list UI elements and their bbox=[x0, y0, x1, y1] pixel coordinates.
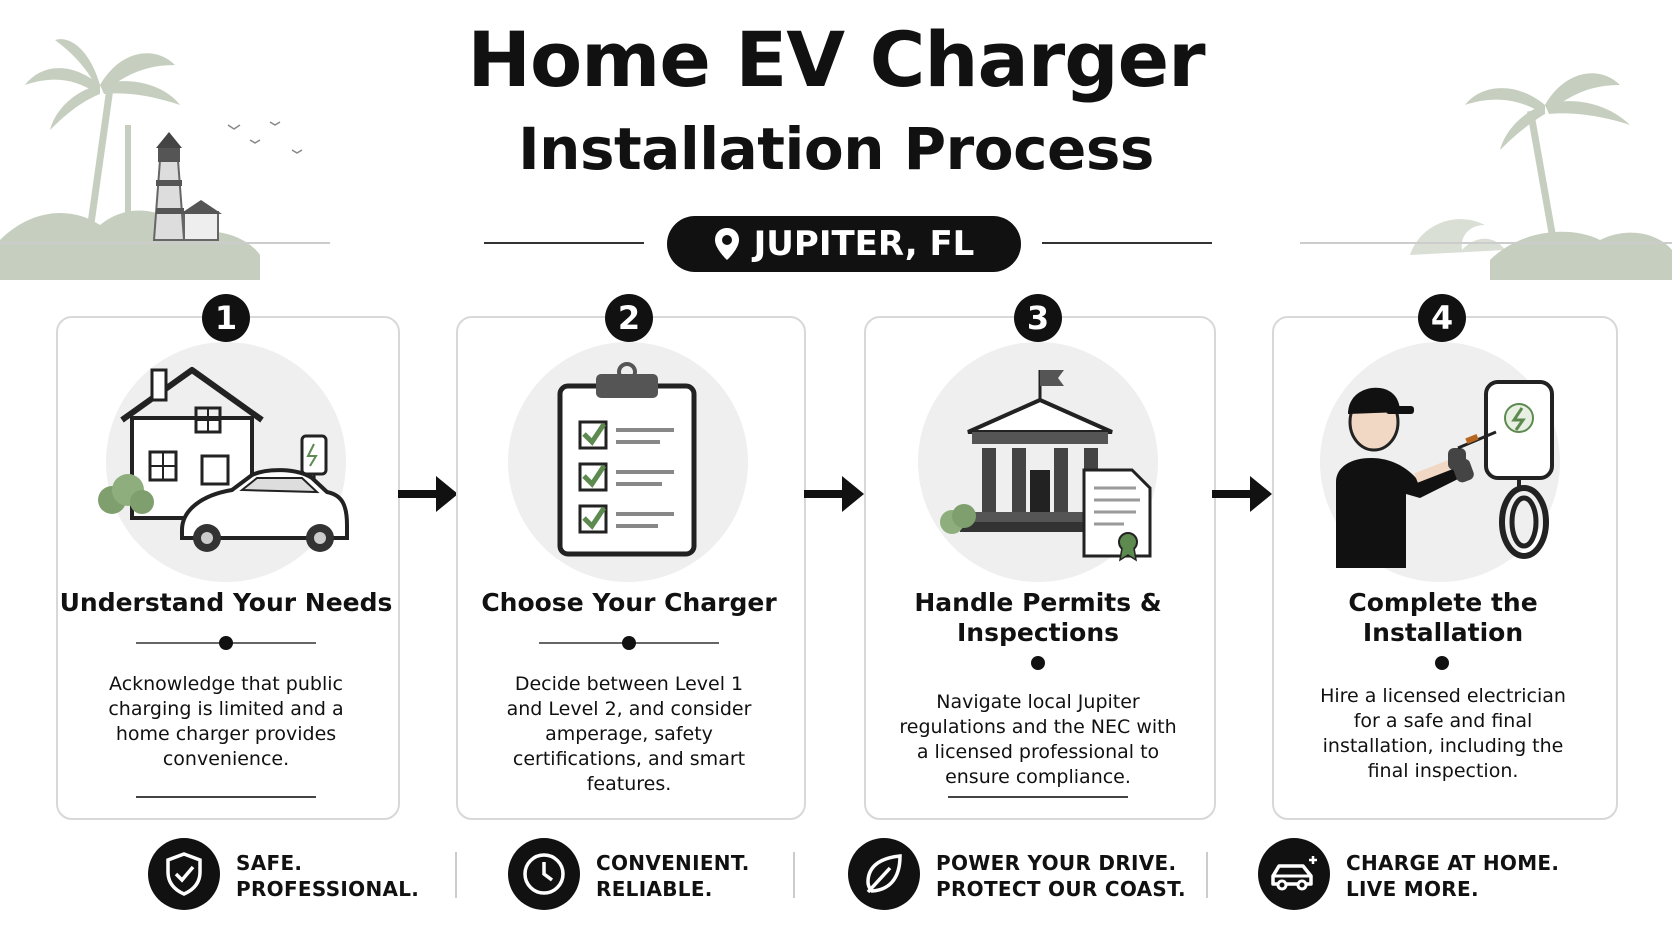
step-number-3: 3 bbox=[1014, 294, 1062, 342]
tagline-icon-2 bbox=[508, 838, 580, 910]
tagline-separator bbox=[1206, 852, 1208, 898]
car-sparkle-icon bbox=[1271, 856, 1317, 891]
coastal-scenery-right bbox=[1300, 73, 1672, 280]
page-subtitle: Installation Process bbox=[518, 115, 1154, 183]
step-dot-3 bbox=[1031, 656, 1045, 670]
step-footer-rule-1 bbox=[136, 796, 316, 798]
step-title-3: Handle Permits & Inspections bbox=[914, 588, 1162, 647]
step-dot-1 bbox=[219, 636, 233, 650]
tagline-text-4: CHARGE AT HOME. LIVE MORE. bbox=[1346, 851, 1560, 901]
step-description-4: Hire a licensed electrician for a safe a… bbox=[1320, 685, 1566, 782]
tagline-text-3: POWER YOUR DRIVE. PROTECT OUR COAST. bbox=[936, 851, 1186, 901]
step-title-4: Complete the Installation bbox=[1348, 588, 1538, 647]
step-footer-rule-3 bbox=[948, 796, 1128, 798]
location-label: JUPITER, FL bbox=[753, 224, 975, 264]
tagline-icon-4 bbox=[1258, 838, 1330, 910]
checklist-clipboard-icon bbox=[557, 362, 697, 557]
step-title-2: Choose Your Charger bbox=[481, 588, 777, 617]
house-car-charger-icon bbox=[98, 367, 349, 552]
step-description-3: Navigate local Jupiter regulations and t… bbox=[899, 691, 1177, 788]
step-number-4: 4 bbox=[1418, 294, 1466, 342]
coastal-scenery-left bbox=[0, 39, 330, 280]
tagline-text-2: CONVENIENT. RELIABLE. bbox=[596, 851, 750, 901]
tagline-separator bbox=[793, 852, 795, 898]
arrow-right-icon bbox=[804, 476, 864, 512]
arrow-right-icon bbox=[398, 476, 458, 512]
arrow-right-icon bbox=[1212, 476, 1272, 512]
location-badge: JUPITER, FL bbox=[667, 216, 1021, 272]
page-title: Home EV Charger bbox=[467, 15, 1205, 104]
tagline-icon-3 bbox=[848, 838, 920, 910]
step-dot-4 bbox=[1435, 656, 1449, 670]
header-rule-left bbox=[484, 242, 644, 244]
electrician-installing-charger-icon bbox=[1336, 380, 1554, 568]
step-number-1: 1 bbox=[202, 294, 250, 342]
step-title-1: Understand Your Needs bbox=[59, 588, 393, 617]
shield-check-icon bbox=[166, 852, 202, 896]
building-permit-icon bbox=[940, 370, 1152, 562]
step-description-1: Acknowledge that public charging is limi… bbox=[108, 673, 344, 770]
clock-icon bbox=[523, 853, 565, 895]
tagline-separator bbox=[455, 852, 457, 898]
tagline-icon-1 bbox=[148, 838, 220, 910]
step-description-2: Decide between Level 1 and Level 2, and … bbox=[506, 673, 752, 795]
map-pin-icon bbox=[714, 228, 739, 260]
step-number-2: 2 bbox=[605, 294, 653, 342]
header-rule-right bbox=[1042, 242, 1212, 244]
step-dot-2 bbox=[622, 636, 636, 650]
leaf-icon bbox=[866, 854, 902, 894]
tagline-text-1: SAFE. PROFESSIONAL. bbox=[236, 851, 420, 901]
